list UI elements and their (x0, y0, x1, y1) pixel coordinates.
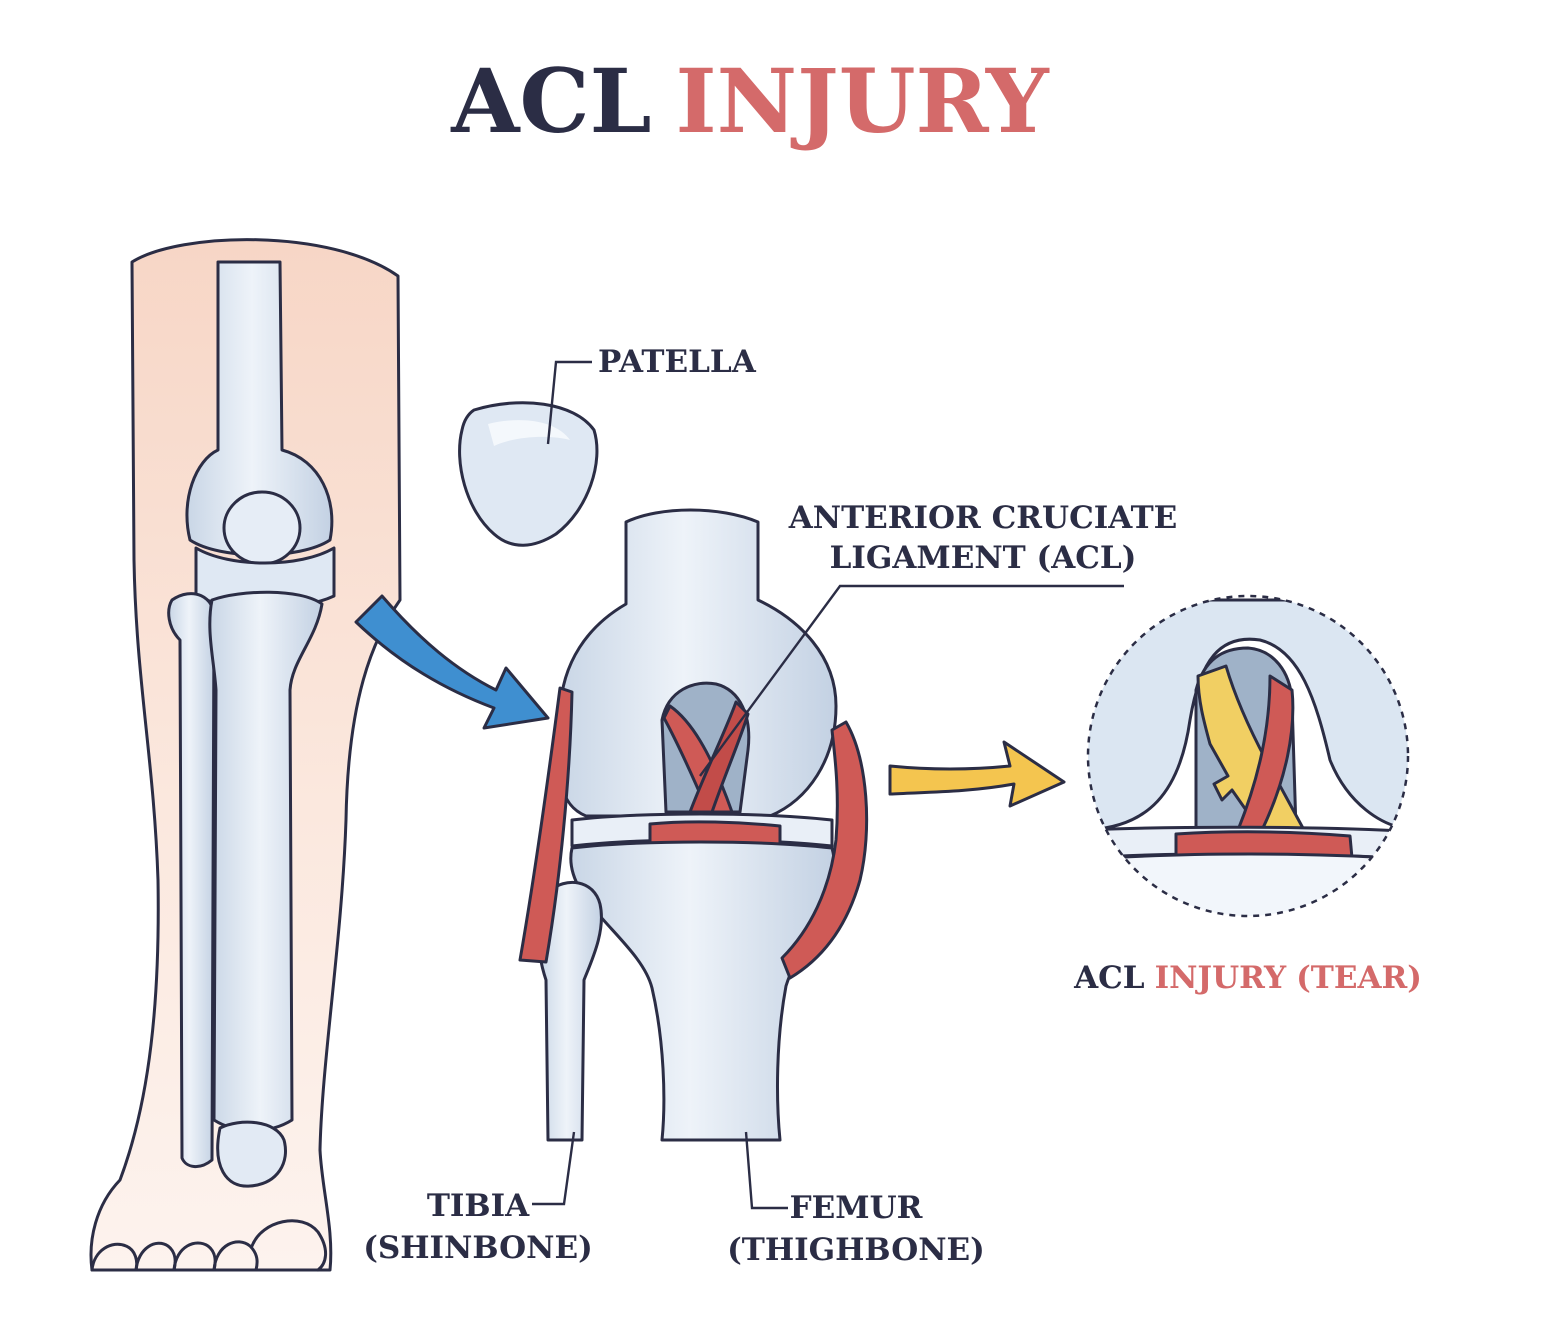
label-tibia-line2: (SHINBONE) (363, 1230, 593, 1266)
label-femur-line2: (THIGHBONE) (727, 1232, 985, 1268)
label-acl-tear: ACL INJURY(TEAR) (1073, 960, 1422, 996)
leader-patella (546, 360, 592, 445)
leg-patella (222, 490, 302, 566)
leader-acl (699, 584, 1124, 777)
label-patella: PATELLA (598, 344, 757, 380)
title-part-injury: INJURY (675, 49, 1049, 153)
zoom-tibia (1088, 852, 1408, 916)
leader-tibia (532, 1131, 576, 1206)
arrow-right-icon (888, 740, 1066, 808)
leg-ankle-bones (216, 1120, 287, 1188)
knee-tibia (569, 840, 837, 1142)
zoom-circle-border (1086, 594, 1410, 918)
label-femur-line1: FEMUR (790, 1190, 923, 1226)
label-acl-line2: LIGAMENT (ACL) (830, 540, 1137, 576)
arrow-right-curved-icon (354, 594, 550, 730)
label-acl-tear-part1: ACL (1073, 960, 1145, 996)
label-tibia-line1: TIBIA (427, 1188, 530, 1224)
knee-joint-illustration (518, 508, 869, 1142)
title-part-acl: ACL (450, 49, 651, 153)
label-acl-line1: ANTERIOR CRUCIATE (788, 500, 1178, 536)
leg-illustration (89, 238, 402, 1272)
leg-fibula (167, 592, 216, 1168)
knee-medial-ligament (780, 720, 869, 980)
leg-tibia (208, 590, 324, 1132)
leader-femur (744, 1131, 788, 1210)
label-acl-tear-part3: (TEAR) (1296, 960, 1422, 996)
label-acl-tear-part2: INJURY (1155, 960, 1287, 996)
zoom-femur-condyles (1088, 598, 1408, 832)
leg-toes (90, 1219, 327, 1272)
knee-lateral-ligament (518, 686, 574, 964)
acl-tear-zoom (1086, 594, 1410, 918)
